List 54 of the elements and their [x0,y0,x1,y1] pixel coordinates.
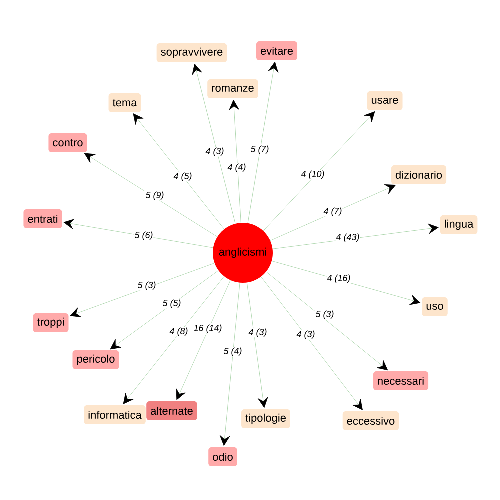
word-box: uso [422,298,448,316]
arrow [272,260,421,306]
arrow [220,282,240,446]
arrow [229,100,242,224]
word-box: informatica [84,406,146,424]
arrow [272,224,439,250]
arrow [270,184,396,241]
edge-label: 4 (3) [248,328,268,338]
word-box: odio [208,448,238,466]
arrow [192,64,236,224]
word-box: lingua [440,216,478,234]
edge-label: 4 (7) [323,207,343,217]
arrow [261,276,363,410]
edge-label: 4 (4) [227,163,247,173]
edge-label: 5 (3) [315,310,335,320]
word-box: eccessivo [342,412,400,430]
edge-label: 5 (6) [134,231,154,241]
word-box: troppi [33,314,69,332]
word-box: alternate [146,402,198,420]
edge-label: 4 (5) [173,172,193,182]
edge-label: 4 (3) [205,147,225,157]
edge-label: 4 (43) [336,233,360,243]
word-box: contro [48,134,88,152]
word-box: pericolo [72,350,120,370]
word-box: necessari [373,372,429,390]
arrow [123,276,224,404]
word-box: tema [108,94,142,112]
edge-label: 4 (10) [300,170,326,180]
edge-label: 4 (3) [296,330,316,340]
arrow [246,282,268,408]
edge-label: 4 (16) [326,274,352,284]
edge-label: 5 (3) [137,281,157,291]
arrow [266,272,388,371]
arrow [133,114,225,230]
word-box: usare [367,92,403,110]
edge-label: 5 (9) [145,191,165,201]
word-box: tipologie [242,410,290,428]
edge-label: 16 (14) [193,324,223,334]
arrow [64,219,214,248]
edge-label: 4 (8) [169,327,189,337]
word-box: romanze [208,80,258,98]
arrow [70,263,215,318]
arrow [176,280,231,400]
edge-label: 5 (5) [162,299,182,309]
edge-label: 5 (7) [250,145,270,155]
arrow [248,62,279,224]
arrow [110,270,219,350]
word-box: entrati [24,210,62,228]
word-box: dizionario [391,166,447,184]
word-box: sopravvivere [156,44,228,62]
edge-label: 5 (4) [223,347,243,357]
word-box: evitare [256,42,298,60]
arrow [84,153,218,238]
arrow [263,112,376,232]
